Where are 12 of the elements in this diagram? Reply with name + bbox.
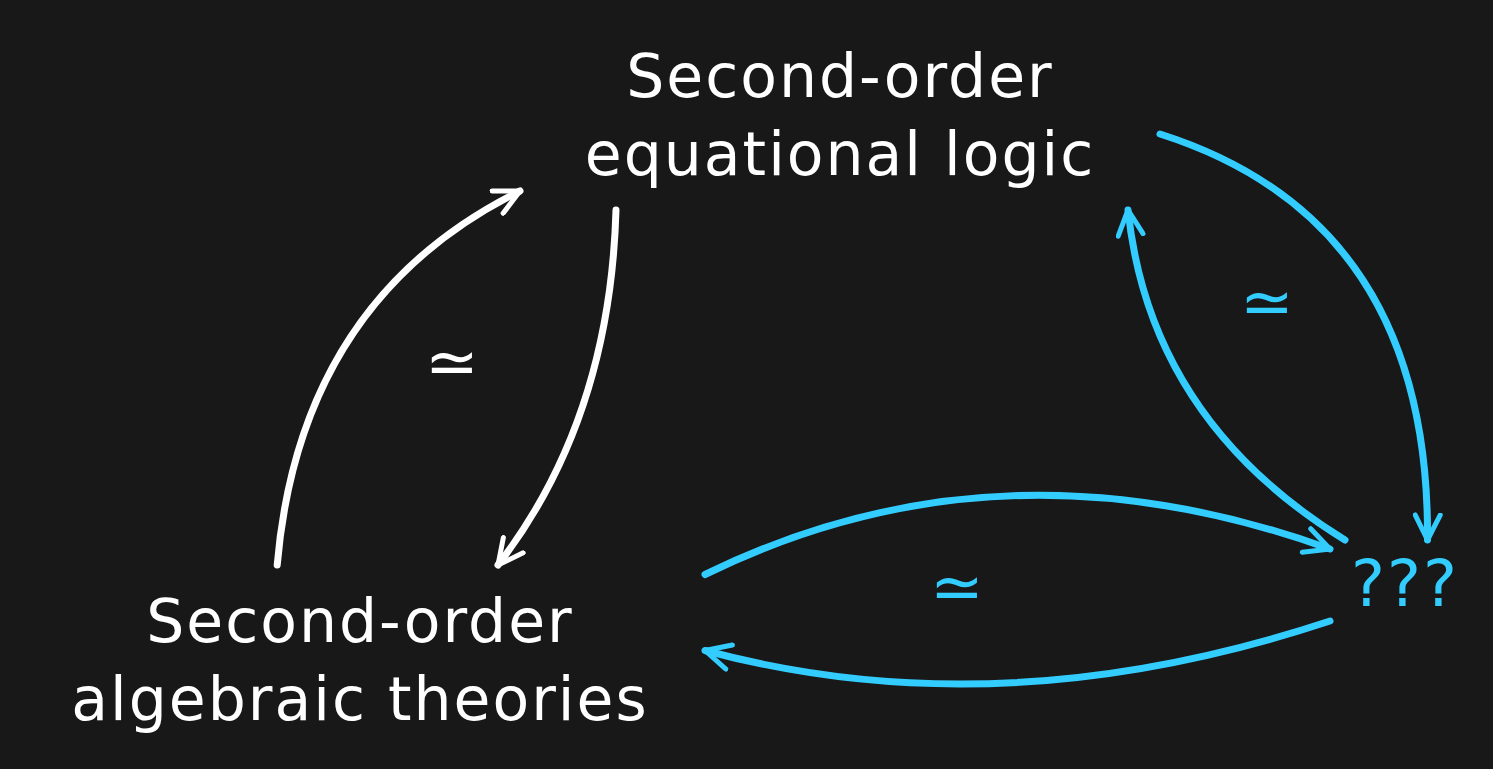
node-label: ???	[1351, 546, 1459, 624]
node-label: Second-order equational logic	[583, 40, 1097, 191]
arrow	[1116, 206, 1349, 544]
equivalence-symbol: ≃	[425, 330, 479, 394]
arrow	[701, 492, 1334, 578]
arrow	[273, 187, 524, 569]
arrow	[494, 206, 620, 569]
node-label: Second-order algebraic theories	[70, 585, 650, 736]
equivalence-symbol: ≃	[930, 555, 984, 619]
arrow	[701, 617, 1334, 688]
equivalence-symbol: ≃	[1240, 270, 1294, 334]
arrow	[1156, 130, 1442, 544]
